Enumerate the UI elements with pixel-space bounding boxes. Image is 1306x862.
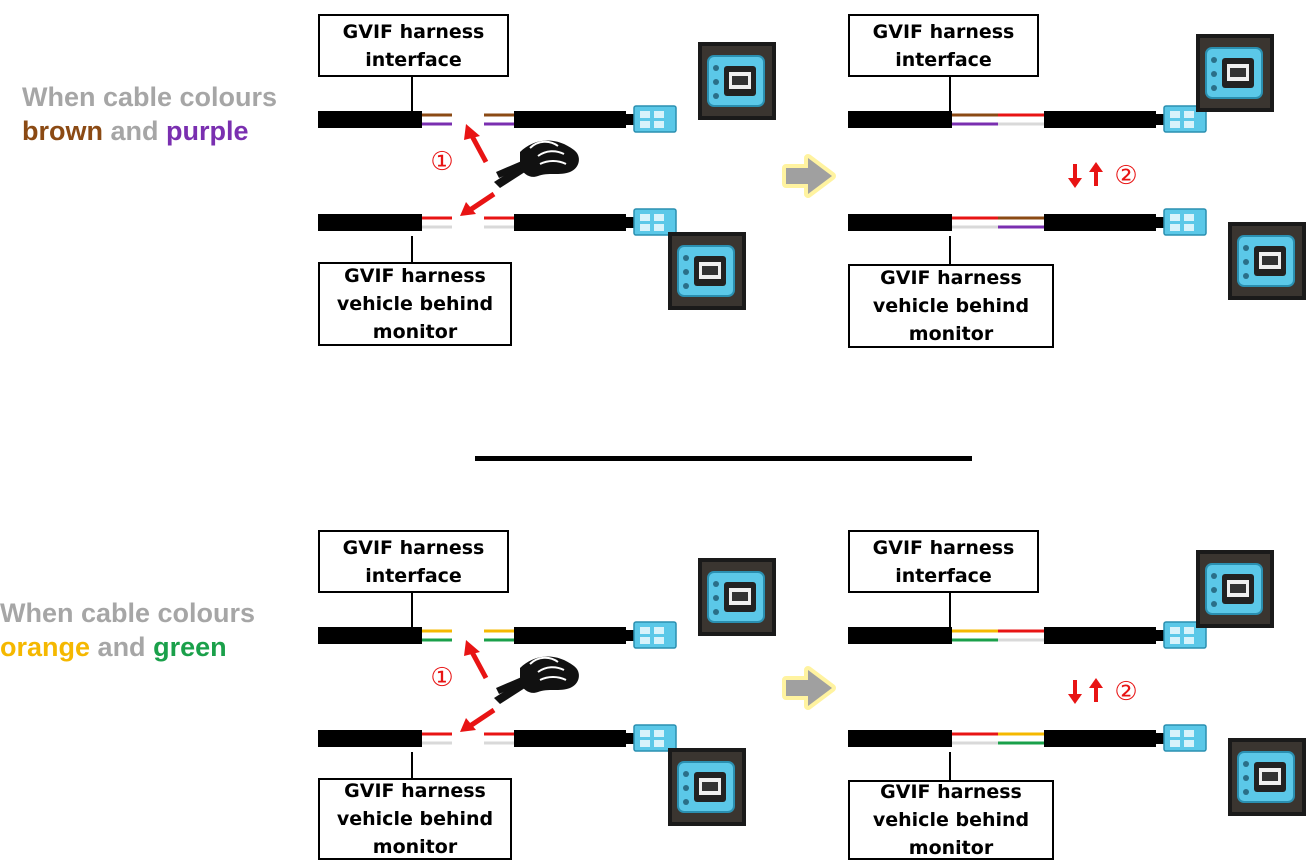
next-step-arrow-icon xyxy=(786,670,832,706)
color2-label: green xyxy=(153,632,227,662)
connector-photo-icon xyxy=(1227,737,1306,817)
connector-photo-icon xyxy=(1195,549,1275,629)
vehicle-label-box: GVIF harness vehicle behind monitor xyxy=(318,262,512,346)
label-line: vehicle behind xyxy=(872,295,1030,317)
label-line: interface xyxy=(895,48,992,71)
label-line: GVIF harness xyxy=(342,536,485,559)
label-line: monitor xyxy=(372,836,458,858)
interface-label-box: GVIF harness interface xyxy=(318,14,509,77)
label-line: interface xyxy=(895,564,992,587)
heading-prefix: When cable colours xyxy=(0,598,256,628)
interface-label-box: GVIF harness interface xyxy=(848,530,1039,593)
label-line: GVIF harness xyxy=(872,20,1015,43)
connector-plug-icon xyxy=(1163,208,1207,236)
step-2-marker: ② xyxy=(1114,161,1137,191)
connector-photo-icon xyxy=(697,557,777,637)
color2-label: purple xyxy=(166,116,249,146)
interface-label-box: GVIF harness interface xyxy=(318,530,509,593)
pliers-hand-icon xyxy=(493,139,580,189)
section-1-heading: When cable colours brown and purple xyxy=(0,80,330,148)
cut-arrow-icon xyxy=(460,640,496,732)
label-line: monitor xyxy=(908,323,994,345)
label-line: vehicle behind xyxy=(336,808,494,830)
connector-plug-icon xyxy=(633,724,677,752)
vehicle-label-box: GVIF harness vehicle behind monitor xyxy=(848,780,1054,860)
step-2-marker: ② xyxy=(1114,677,1137,707)
connector-photo-icon xyxy=(667,231,747,311)
connector-word: and xyxy=(110,116,159,146)
color1-label: brown xyxy=(22,116,103,146)
vehicle-label-box: GVIF harness vehicle behind monitor xyxy=(318,778,512,860)
swap-arrows-icon xyxy=(1068,678,1103,704)
interface-label-box: GVIF harness interface xyxy=(848,14,1039,77)
label-line: vehicle behind xyxy=(872,809,1030,831)
connector-photo-icon xyxy=(697,41,777,121)
connector-plug-icon xyxy=(633,208,677,236)
step-1-marker: ① xyxy=(430,147,453,177)
swap-arrows-icon xyxy=(1068,162,1103,188)
connector-plug-icon xyxy=(633,105,677,133)
next-step-arrow-icon xyxy=(786,158,832,194)
label-line: GVIF harness xyxy=(344,780,486,802)
label-line: interface xyxy=(365,48,462,71)
heading-prefix: When cable colours xyxy=(22,82,278,112)
label-line: GVIF harness xyxy=(880,781,1022,803)
connector-word: and xyxy=(97,632,146,662)
connector-photo-icon xyxy=(1195,33,1275,113)
label-line: vehicle behind xyxy=(336,293,494,315)
vehicle-label-box: GVIF harness vehicle behind monitor xyxy=(848,264,1054,348)
cut-arrow-icon xyxy=(460,124,496,216)
label-line: GVIF harness xyxy=(342,20,485,43)
label-line: GVIF harness xyxy=(872,536,1015,559)
section-2-after: ② xyxy=(848,549,1306,817)
connector-plug-icon xyxy=(1163,724,1207,752)
section-2-before: ① xyxy=(318,557,777,827)
label-line: monitor xyxy=(372,321,458,343)
step-1-marker: ① xyxy=(430,663,453,693)
section-1-before: ① xyxy=(318,41,777,311)
pliers-hand-icon xyxy=(493,655,580,705)
section-divider xyxy=(475,456,972,461)
section-2-heading: When cable colours orange and green xyxy=(0,596,330,664)
connector-photo-icon xyxy=(1227,221,1306,301)
label-line: monitor xyxy=(908,837,994,859)
section-1-after: ② xyxy=(848,33,1306,301)
connector-photo-icon xyxy=(667,747,747,827)
color1-label: orange xyxy=(0,632,91,662)
label-line: GVIF harness xyxy=(880,267,1022,289)
connector-plug-icon xyxy=(633,621,677,649)
label-line: GVIF harness xyxy=(344,265,486,287)
label-line: interface xyxy=(365,564,462,587)
